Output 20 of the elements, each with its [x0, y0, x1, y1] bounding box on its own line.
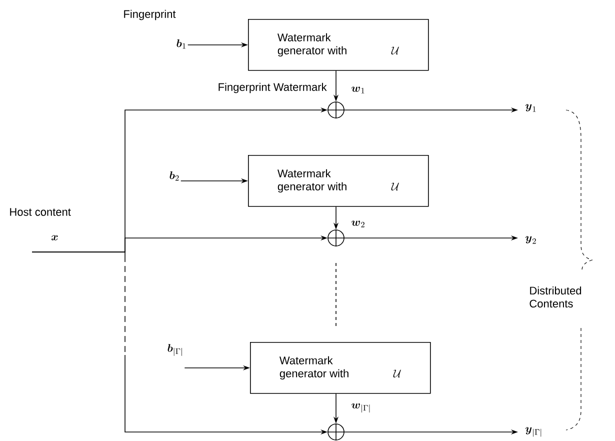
adder-symbol	[327, 423, 345, 441]
text-label: Fingerprint Watermark	[218, 82, 327, 94]
edge-label: $\boldsymbol{w}_2$	[350, 220, 366, 228]
generator-box: Watermark generator with $\mathcal{U}$	[248, 155, 429, 207]
math-symbol: $\boldsymbol{b}_{|\Gamma|}$	[168, 344, 182, 356]
math-symbol: $\boldsymbol{b}_1$	[176, 39, 186, 49]
generator-box: Watermark generator with $\mathcal{U}$	[250, 342, 431, 394]
adder-symbol	[327, 229, 345, 247]
text-label: Distributed Contents	[530, 286, 582, 308]
math-symbol: $\boldsymbol{b}_2$	[170, 171, 179, 181]
adder-symbol	[327, 101, 345, 119]
generator-box: Watermark generator with $\mathcal{U}$	[248, 19, 429, 71]
edge-label: $\boldsymbol{w}_1$	[350, 86, 366, 94]
math-symbol: $\boldsymbol{y}_2$	[526, 236, 536, 244]
math-symbol: $\boldsymbol{x}$	[52, 235, 58, 240]
edge-label: $\boldsymbol{w}_{|\Gamma|}$	[350, 402, 372, 414]
node-caption: Fingerprint	[124, 10, 176, 20]
node-caption: Host content	[10, 208, 71, 216]
math-symbol: $\boldsymbol{y}_{|\Gamma|}$	[526, 427, 542, 437]
math-symbol: $\boldsymbol{y}_1$	[526, 104, 536, 112]
